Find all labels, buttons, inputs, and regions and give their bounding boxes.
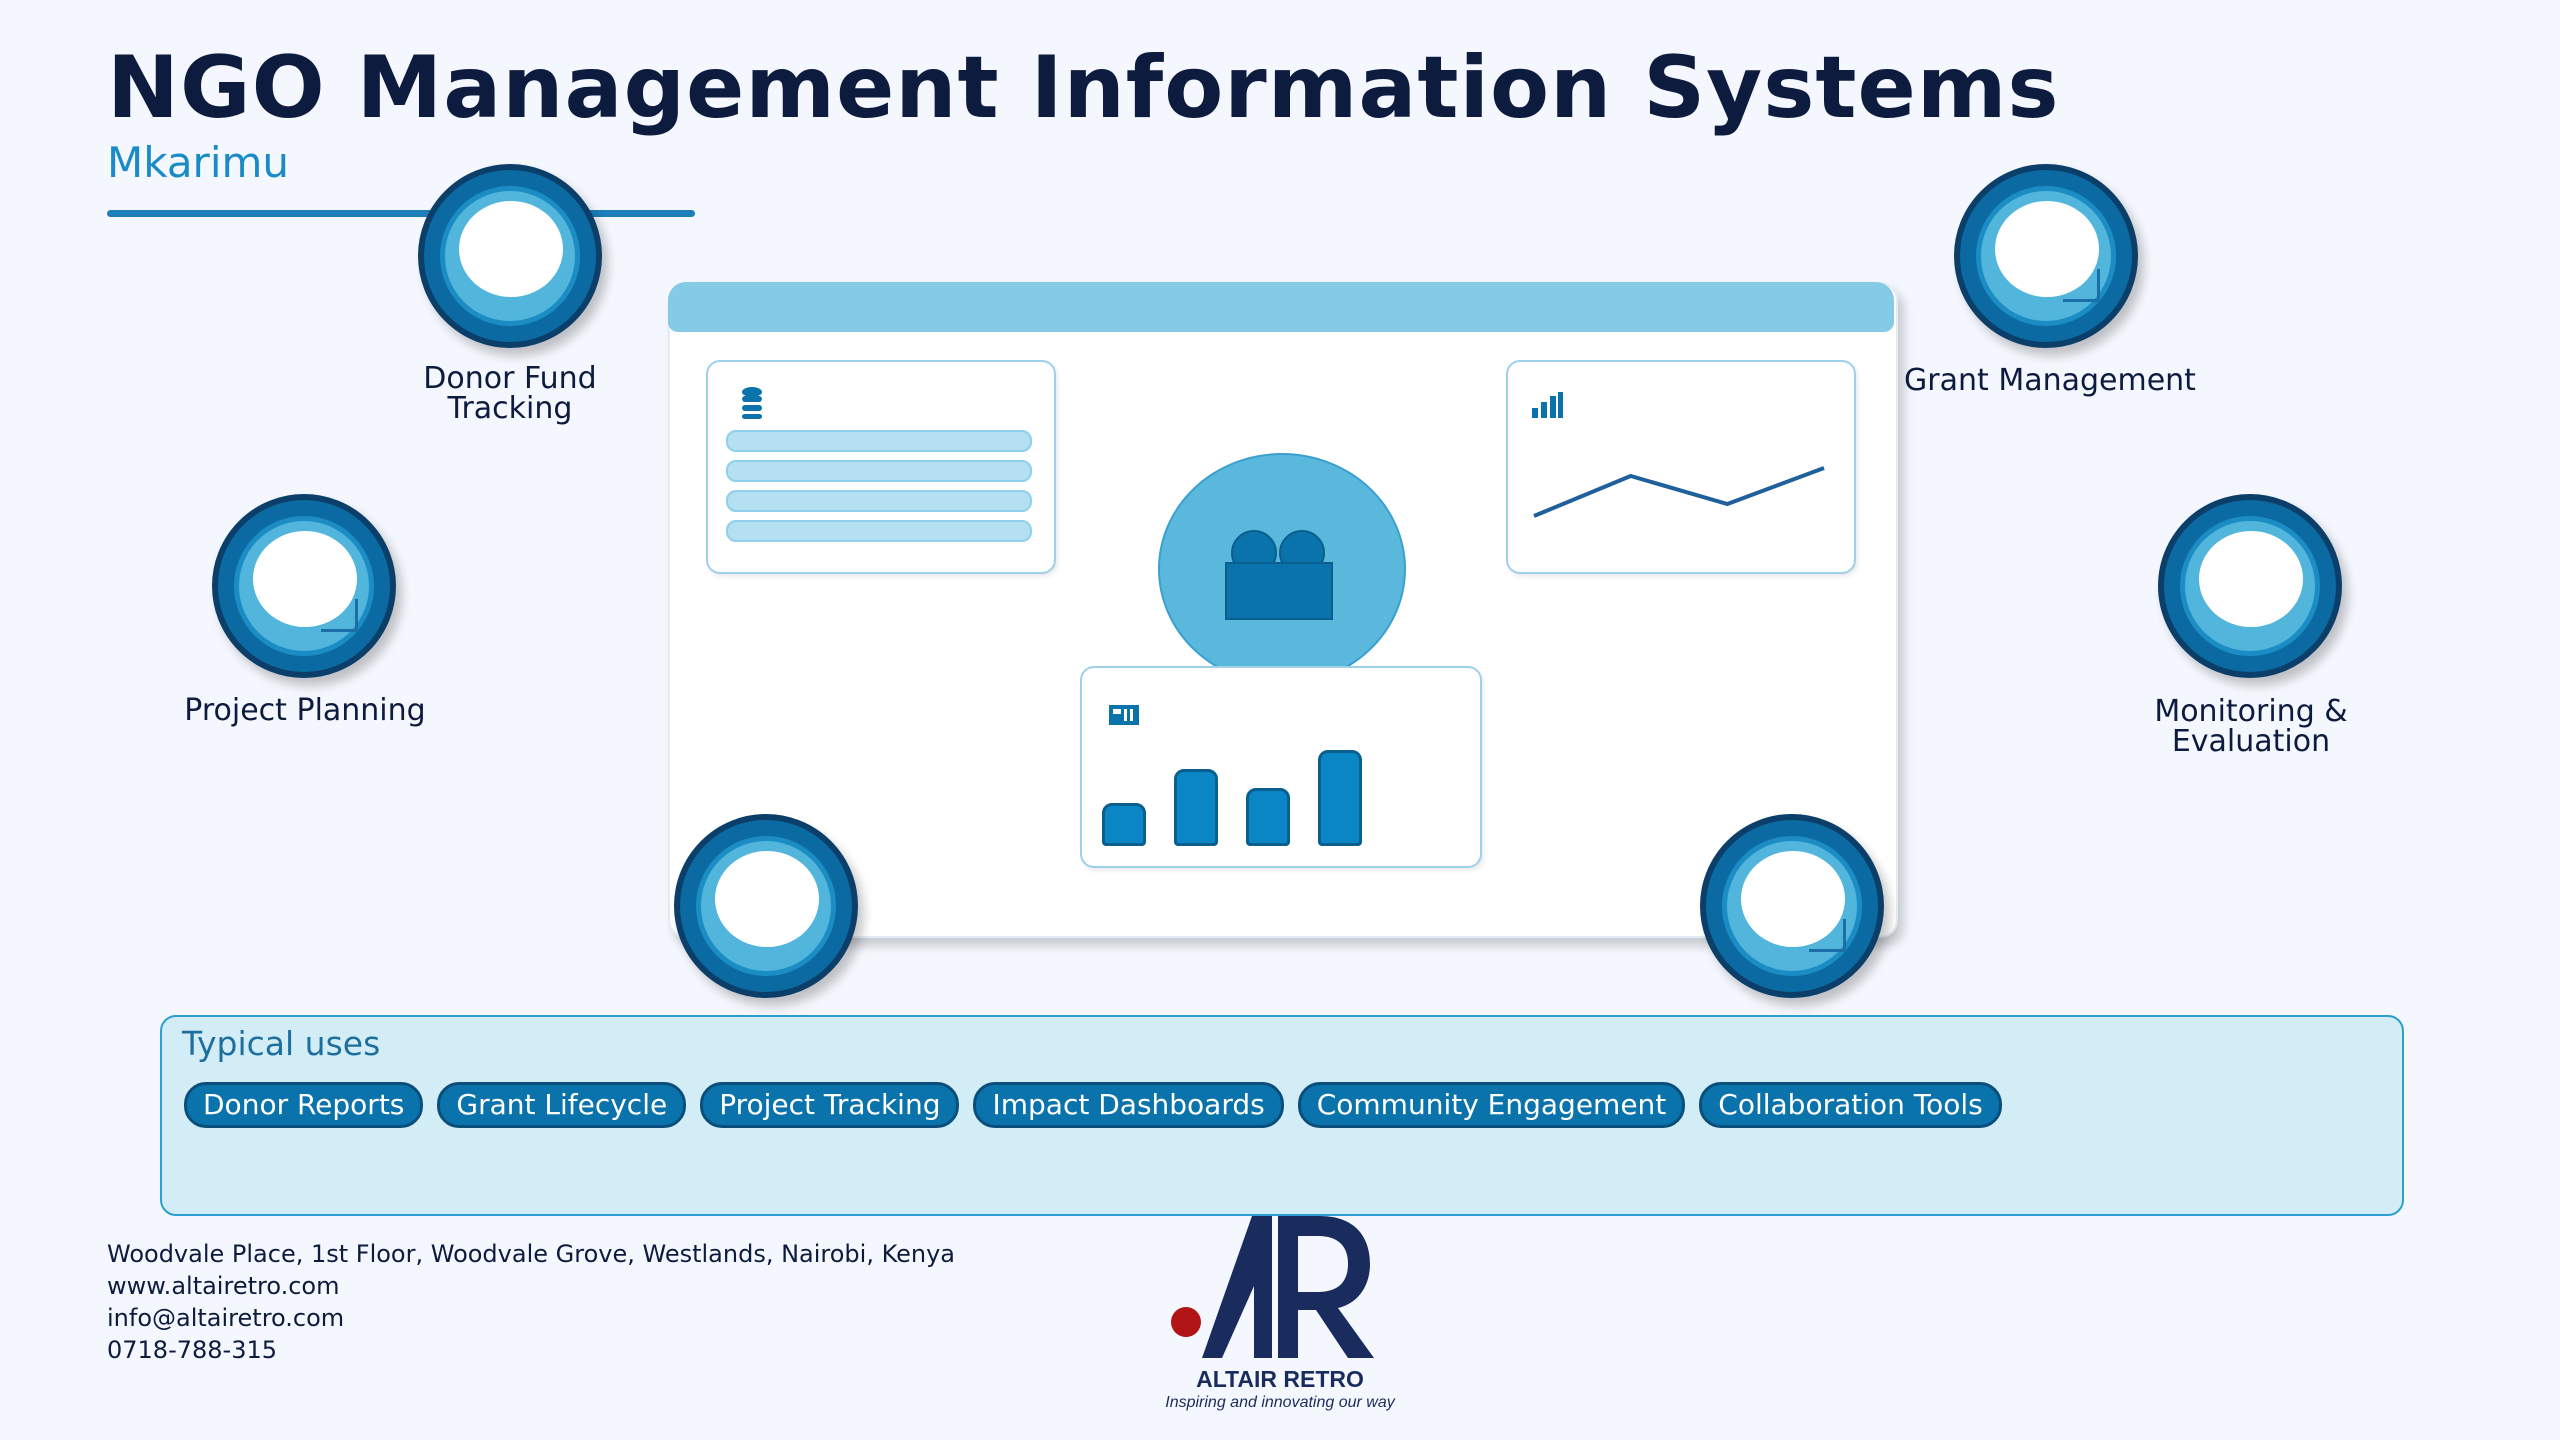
feature-label-grant: Grant Management <box>1904 363 2196 398</box>
chip-project-tracking[interactable]: Project Tracking <box>700 1082 960 1128</box>
logo-tagline: Inspiring and innovating our way <box>1165 1394 1395 1411</box>
icon-shape <box>1995 201 2099 297</box>
feature-icon[interactable] <box>1700 814 1884 998</box>
line-chart <box>1533 466 1825 518</box>
typical-uses-title: Typical uses <box>182 1024 381 1063</box>
website-link[interactable]: www.altairetro.com <box>107 1272 340 1300</box>
users-icon <box>1225 530 1333 620</box>
bar <box>1102 803 1146 846</box>
bar-chart-card <box>1080 666 1482 868</box>
icon-shape <box>2199 531 2303 627</box>
icon-shape <box>459 201 563 297</box>
icon-inner <box>696 836 836 976</box>
grant-icon[interactable] <box>1954 164 2138 348</box>
bar <box>1246 788 1290 846</box>
monitoring-icon[interactable] <box>2158 494 2342 678</box>
bar <box>1174 769 1218 846</box>
page-subtitle: Mkarimu <box>107 138 290 187</box>
chip-impact-dashboards[interactable]: Impact Dashboards <box>973 1082 1284 1128</box>
list-row <box>726 430 1032 452</box>
project-icon[interactable] <box>212 494 396 678</box>
contact-info: Woodvale Place, 1st Floor, Woodvale Grov… <box>107 1238 955 1366</box>
chip-donor-reports[interactable]: Donor Reports <box>184 1082 424 1128</box>
database-icon <box>742 387 762 419</box>
icon-inner <box>234 516 374 656</box>
icon-inner <box>1976 186 2116 326</box>
icon-glyph <box>1809 919 1846 952</box>
address: Woodvale Place, 1st Floor, Woodvale Grov… <box>107 1240 956 1268</box>
chip-grant-lifecycle[interactable]: Grant Lifecycle <box>437 1082 687 1128</box>
icon-glyph <box>2063 269 2100 302</box>
chart-card-icon <box>1109 705 1139 725</box>
list-row <box>726 460 1032 482</box>
list-row <box>726 490 1032 512</box>
dashboard-title-bar <box>668 282 1894 332</box>
page-title: NGO Management Information Systems <box>107 38 2060 138</box>
altair-retro-logo <box>1171 1216 1374 1358</box>
chip-community-engagement[interactable]: Community Engagement <box>1297 1082 1686 1128</box>
users-circle <box>1158 453 1406 685</box>
icon-inner <box>2180 516 2320 656</box>
list-row <box>726 520 1032 542</box>
chip-collaboration-tools[interactable]: Collaboration Tools <box>1699 1082 2002 1128</box>
icon-shape <box>1741 851 1845 947</box>
title-underline <box>107 210 695 217</box>
email-link[interactable]: info@altairetro.com <box>107 1304 345 1332</box>
bar-chart <box>1082 668 1480 866</box>
feature-label-donor-fund: Donor Fund Tracking <box>423 361 597 426</box>
donor-fund-icon[interactable] <box>418 164 602 348</box>
logo-name: ALTAIR RETRO <box>1196 1366 1364 1392</box>
list-card <box>706 360 1056 574</box>
phone: 0718-788-315 <box>107 1336 278 1364</box>
line-series <box>1533 466 1825 518</box>
icon-shape <box>715 851 819 947</box>
line-chart-card <box>1506 360 1856 574</box>
icon-glyph <box>321 599 358 632</box>
bar-chart-icon <box>1532 392 1563 418</box>
icon-inner <box>1722 836 1862 976</box>
icon-shape <box>253 531 357 627</box>
icon-inner <box>440 186 580 326</box>
feature-icon[interactable] <box>674 814 858 998</box>
bar <box>1318 750 1362 846</box>
use-chips: Donor Reports Grant Lifecycle Project Tr… <box>184 1082 2002 1128</box>
feature-label-monitoring: Monitoring & Evaluation <box>2154 694 2348 759</box>
feature-label-project: Project Planning <box>184 693 426 728</box>
